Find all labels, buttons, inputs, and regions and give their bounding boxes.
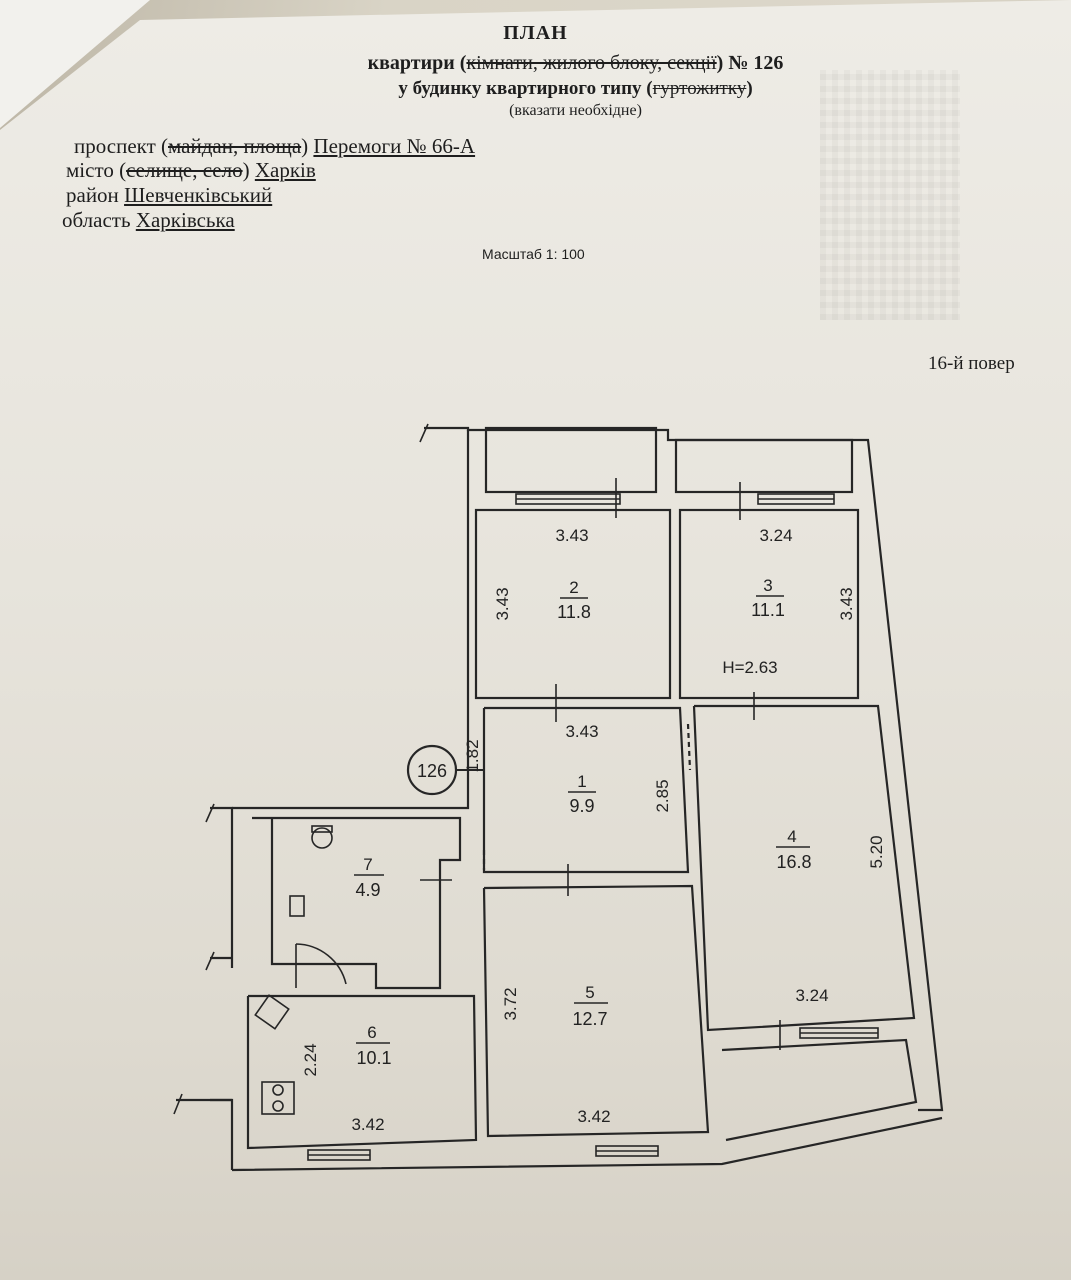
room-2-width: 3.43 <box>555 526 588 545</box>
room-4-width: 3.24 <box>795 986 828 1005</box>
room-3-area: 11.1 <box>751 600 785 620</box>
room-1-wall <box>482 706 690 874</box>
room-3-width: 3.24 <box>759 526 792 545</box>
room-5-area: 12.7 <box>572 1009 607 1029</box>
room-6-wall <box>246 994 478 1150</box>
room-3-number: 3 <box>763 576 772 595</box>
room-1-height: 2.85 <box>653 779 672 812</box>
room-2-area: 11.8 <box>557 602 591 622</box>
outer-wall-bottom <box>231 1116 943 1172</box>
room-4-wall <box>692 704 916 1032</box>
room-5-wall <box>482 884 710 1138</box>
ceiling-height: Н=2.63 <box>722 658 777 677</box>
room-7-number: 7 <box>363 855 372 874</box>
balcony-right <box>674 438 854 494</box>
bath-door-arc <box>295 943 347 985</box>
room-7-wall <box>252 816 462 990</box>
outer-wall-left-low <box>176 1098 234 1170</box>
room-6-area: 10.1 <box>356 1048 391 1068</box>
room-5-number: 5 <box>585 983 594 1002</box>
room-4-area: 16.8 <box>776 852 811 872</box>
room-2-number: 2 <box>569 578 578 597</box>
floor-label: 16-й повер <box>928 353 1015 374</box>
balcony-left <box>484 426 658 494</box>
room-1-width: 3.43 <box>565 722 598 741</box>
address-street: проспект (майдан, площа) Перемоги № 66-А <box>74 134 476 158</box>
room-2-wall <box>474 508 672 700</box>
title-line-building: у будинку квартирного типу (гуртожитку) <box>398 78 753 99</box>
document-title: ПЛАН <box>503 22 568 44</box>
room-5-height: 3.72 <box>501 987 520 1020</box>
room-2-height: 3.43 <box>493 587 512 620</box>
room-1-number: 1 <box>577 772 586 791</box>
qr-code-shadow <box>820 70 960 320</box>
address-district: район Шевченківський <box>66 183 273 207</box>
room-3-height: 3.43 <box>837 587 856 620</box>
apartment-marker-label: 126 <box>417 761 447 781</box>
address-region: область Харківська <box>62 208 235 232</box>
address-city: місто (селище, село) Харків <box>66 158 316 182</box>
outer-wall-corridor <box>232 430 470 810</box>
outer-wall-top-right <box>424 426 944 1112</box>
room-7-area: 4.9 <box>355 880 380 900</box>
room-6-height: 2.24 <box>301 1043 320 1076</box>
room-5-width: 3.42 <box>577 1107 610 1126</box>
corridor-width: 1.82 <box>463 739 482 772</box>
title-note: (вказати необхідне) <box>509 102 642 119</box>
room-4-height: 5.20 <box>867 835 886 868</box>
room-4-number: 4 <box>787 827 796 846</box>
room-6-number: 6 <box>367 1023 376 1042</box>
outer-wall-left-mid <box>210 806 234 968</box>
room-1-area: 9.9 <box>569 796 594 816</box>
room-6-width: 3.42 <box>351 1115 384 1134</box>
balcony-lower <box>721 1038 918 1142</box>
room-3-wall <box>678 508 860 700</box>
scale-label: Масштаб 1: 100 <box>482 246 585 262</box>
title-line-apartment: квартири (кімнати, жилого блоку, секції)… <box>367 52 784 74</box>
